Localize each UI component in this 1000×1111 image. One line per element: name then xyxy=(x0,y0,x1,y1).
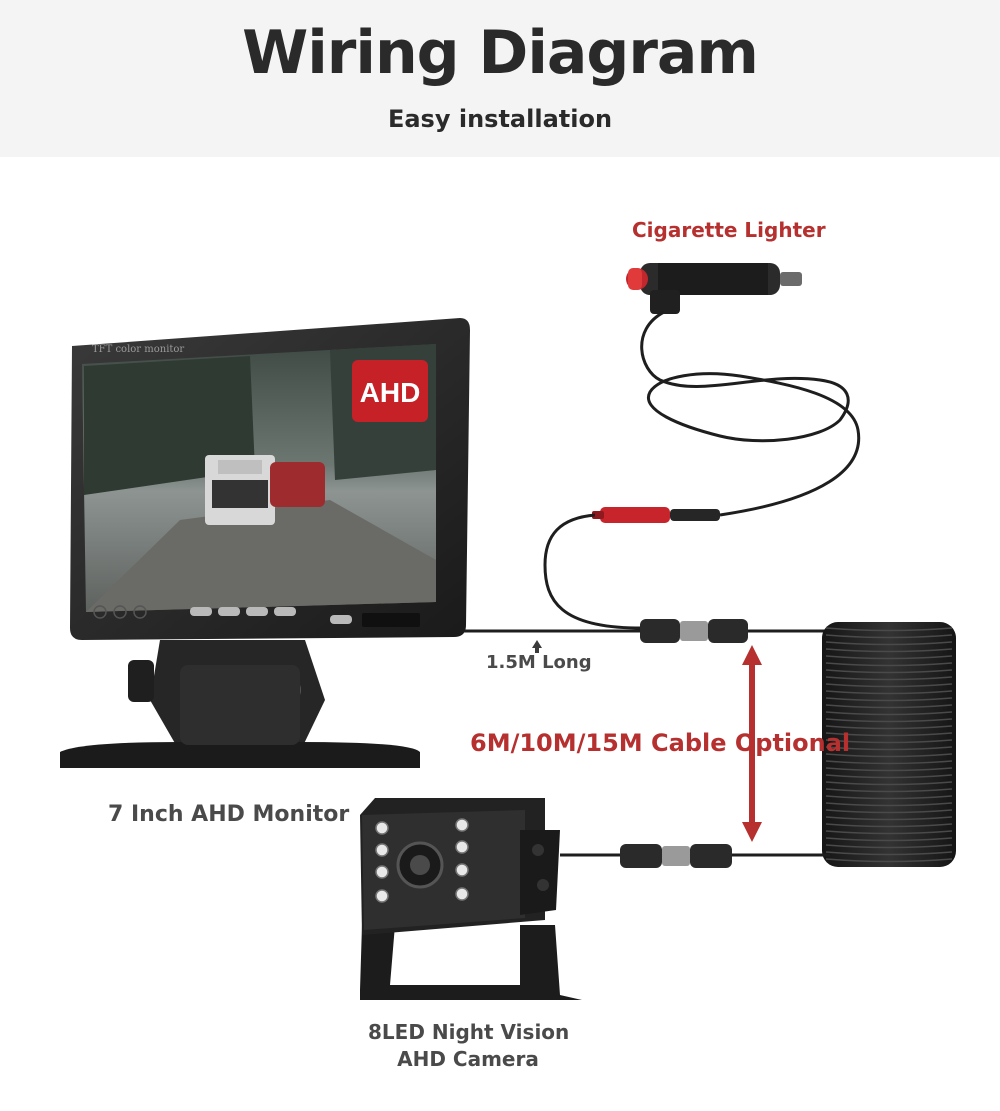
monitor-name-label: 7 Inch AHD Monitor xyxy=(108,802,349,827)
power-cable xyxy=(642,312,859,515)
monitor-button-1[interactable] xyxy=(190,607,212,616)
camera-led-6 xyxy=(456,841,468,853)
camera-name-line1: 8LED Night Vision xyxy=(368,1020,568,1044)
cigarette-lighter-label: Cigarette Lighter xyxy=(632,218,826,242)
monitor-power-button[interactable] xyxy=(330,615,352,624)
camera-led-8 xyxy=(456,888,468,900)
camera-led-3 xyxy=(376,866,388,878)
camera-name-line2: AHD Camera xyxy=(368,1047,568,1071)
cigarette-lighter-plug xyxy=(626,263,802,314)
monitor-button-3[interactable] xyxy=(246,607,268,616)
camera-led-5 xyxy=(456,819,468,831)
camera-led-2 xyxy=(376,844,388,856)
camera-led-7 xyxy=(456,864,468,876)
ahd-badge-text: AHD xyxy=(360,377,421,408)
upper-aviation-connector xyxy=(640,619,748,643)
ahd-monitor: AHD TFT color monitor xyxy=(60,318,470,768)
monitor-button-2[interactable] xyxy=(218,607,240,616)
camera-led-4 xyxy=(376,890,388,902)
power-splitter-connector xyxy=(592,507,720,523)
monitor-screen-label: TFT color monitor xyxy=(92,344,184,355)
camera-led-1 xyxy=(376,822,388,834)
monitor-button-4[interactable] xyxy=(274,607,296,616)
cable-length-label: 1.5M Long xyxy=(486,652,592,673)
lower-aviation-connector xyxy=(620,844,732,868)
cable-optional-label: 6M/10M/15M Cable Optional xyxy=(470,729,850,757)
splitter-to-video-cable xyxy=(545,515,640,628)
ahd-camera xyxy=(360,798,582,1000)
